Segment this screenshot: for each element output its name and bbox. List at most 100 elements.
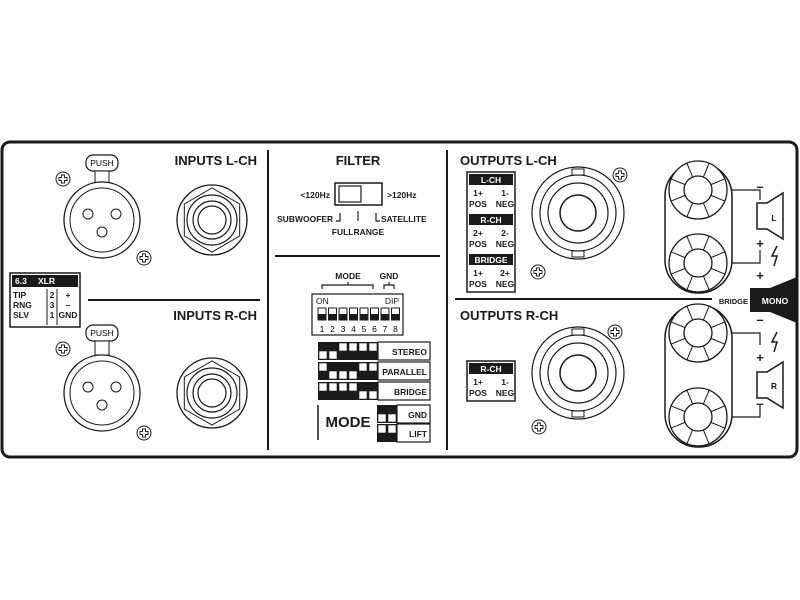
pin-cell: RNG (13, 300, 32, 310)
switch-state (338, 342, 348, 352)
filter-position-ticks (336, 211, 380, 222)
screw-icon (607, 324, 623, 340)
polarity-label: NEG (496, 279, 515, 289)
pin-header-jack: 6.3 (15, 276, 27, 286)
switch-state (348, 382, 358, 392)
pin-label: 2+ (500, 268, 510, 278)
mode-name: STEREO (392, 347, 427, 357)
dip-switch-7[interactable] (380, 307, 390, 321)
binding-post[interactable] (668, 303, 728, 363)
filter-high-label: >120Hz (387, 190, 417, 200)
mode-name: LIFT (409, 429, 428, 439)
pin-cell: GND (59, 310, 78, 320)
ground-row-gnd: GND (377, 404, 431, 424)
pin-cell: TIP (13, 290, 27, 300)
filter-subwoofer-label: SUBWOOFER (277, 214, 333, 224)
switch-state (348, 370, 358, 380)
dip-switch-5[interactable] (359, 307, 369, 321)
push-label: PUSH (90, 158, 114, 168)
binding-post[interactable] (668, 160, 728, 220)
section-header: L-CH (481, 175, 501, 185)
pin-label: 1+ (473, 268, 483, 278)
polarity-label: NEG (496, 239, 515, 249)
binding-post[interactable] (668, 233, 728, 293)
speakon-output-r[interactable] (531, 326, 625, 420)
polarity-label: POS (469, 199, 487, 209)
switch-state (387, 424, 397, 434)
mono-label: MONO (762, 296, 789, 306)
pin-cell: SLV (13, 310, 29, 320)
screw-icon (136, 425, 152, 441)
switch-state (368, 390, 378, 400)
push-label: PUSH (90, 328, 114, 338)
dip-switch-3[interactable] (338, 307, 348, 321)
polarity-label: POS (469, 388, 487, 398)
pin-label: 2- (501, 228, 509, 238)
binding-post[interactable] (668, 387, 728, 447)
dip-number: 7 (383, 324, 388, 334)
dip-dip-label: DIP (385, 296, 400, 306)
mode-row-stereo: STEREO (318, 341, 431, 361)
dip-on-label: ON (316, 296, 329, 306)
dip-mode-label: MODE (335, 271, 361, 281)
pin-label: 1+ (473, 188, 483, 198)
xlr-input-r[interactable]: PUSH (63, 324, 141, 432)
polarity-label: NEG (496, 199, 515, 209)
pin-header-xlr: XLR (38, 276, 55, 286)
filter-switch-knob[interactable] (338, 185, 362, 203)
screw-icon (55, 171, 71, 187)
inputs-l-title: INPUTS L-CH (175, 153, 257, 168)
screw-icon (530, 264, 546, 280)
screw-icon (136, 250, 152, 266)
dip-switch-1[interactable] (317, 307, 327, 321)
jack-input-l[interactable] (176, 184, 248, 256)
lightning-icon (770, 245, 779, 267)
xlr-input-l[interactable]: PUSH (63, 154, 141, 259)
mode-name: PARALLEL (382, 367, 427, 377)
switch-state (338, 370, 348, 380)
bridge-plus: + (756, 268, 764, 283)
dip-gnd-label: GND (380, 271, 399, 281)
dip-switch-8[interactable] (391, 307, 400, 321)
jack-input-r[interactable] (176, 357, 248, 429)
switch-state (377, 413, 387, 423)
output-pin-table: L-CH1+POS1-NEGR-CH2+POS2-NEGBRIDGE1+POS2… (466, 171, 516, 293)
switch-state (358, 362, 368, 372)
speakon-output-l[interactable] (531, 166, 625, 260)
dip-switch-6[interactable] (370, 307, 379, 321)
speaker-l-icon (756, 191, 784, 241)
dip-brackets (321, 282, 395, 289)
switch-state (338, 382, 348, 392)
switch-state (387, 413, 397, 423)
dip-number: 6 (372, 324, 377, 334)
switch-state (358, 390, 368, 400)
screw-icon (531, 419, 547, 435)
dip-switch-2[interactable] (328, 307, 337, 321)
speaker-wires (732, 189, 761, 418)
dip-number: 3 (341, 324, 346, 334)
filter-low-label: <120Hz (300, 190, 330, 200)
r-plus: + (756, 350, 764, 365)
ground-row-lift: LIFT (377, 423, 431, 443)
polarity-label: NEG (496, 388, 515, 398)
dip-number: 4 (351, 324, 356, 334)
switch-state (318, 382, 328, 392)
filter-satellite-label: SATELLITE (381, 214, 427, 224)
dip-number: 5 (362, 324, 367, 334)
mode-big-label: MODE (326, 414, 371, 431)
filter-switch[interactable] (334, 182, 383, 206)
outputs-l-title: OUTPUTS L-CH (460, 153, 557, 168)
dip-switch-4[interactable] (349, 307, 358, 321)
screw-icon (612, 167, 628, 183)
switch-state (328, 350, 338, 360)
section-header: R-CH (480, 364, 501, 374)
speaker-r-icon (756, 360, 784, 410)
polarity-label: POS (469, 279, 487, 289)
pin-label: 1+ (473, 377, 483, 387)
l-plus: + (756, 236, 764, 251)
r-minus: – (756, 312, 763, 327)
section-header: BRIDGE (474, 255, 507, 265)
switch-state (318, 350, 328, 360)
